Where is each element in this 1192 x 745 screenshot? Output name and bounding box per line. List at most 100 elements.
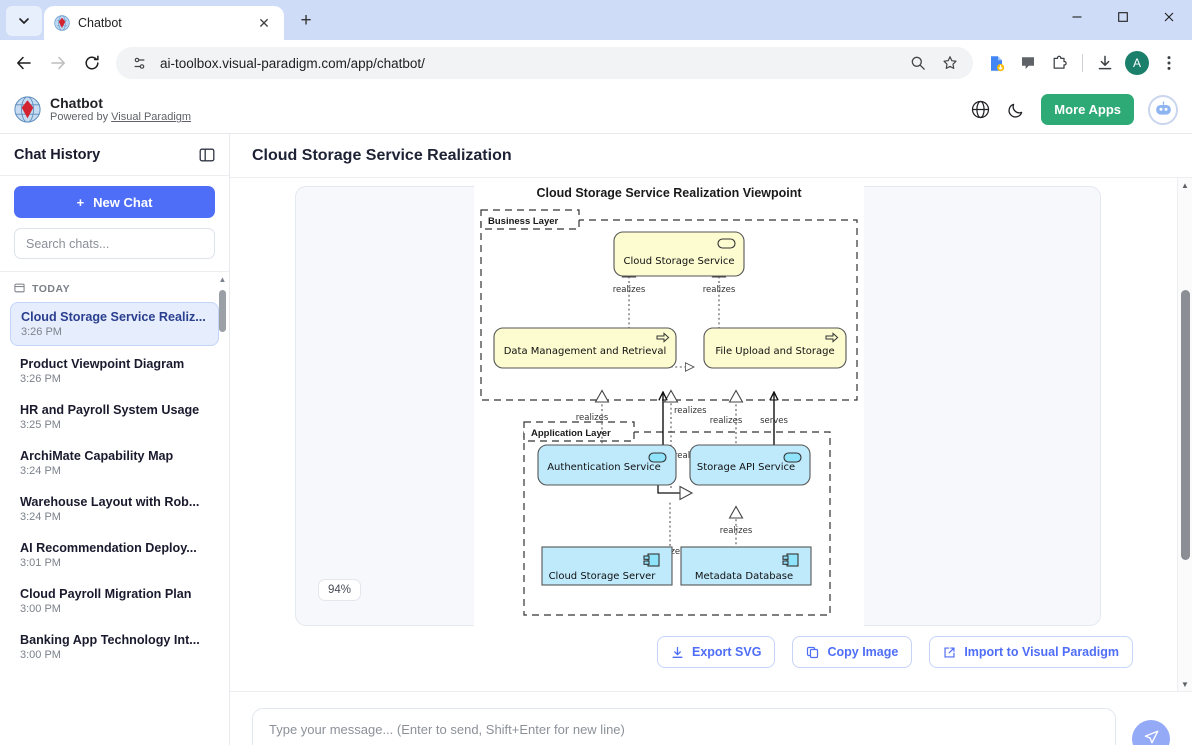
scroll-thumb[interactable]	[219, 290, 226, 332]
chat-item-time: 3:26 PM	[20, 373, 61, 385]
visual-paradigm-logo	[14, 96, 41, 123]
comment-icon[interactable]	[1013, 48, 1043, 78]
node-label: Data Management and Retrieval	[504, 346, 667, 357]
address-bar[interactable]: ai-toolbox.visual-paradigm.com/app/chatb…	[116, 47, 973, 79]
forward-button[interactable]	[42, 47, 74, 79]
app-header: Chatbot Powered by Visual Paradigm More …	[0, 86, 1192, 134]
search-input[interactable]	[14, 228, 215, 259]
scroll-down-arrow[interactable]: ▼	[1181, 679, 1189, 689]
search-icon[interactable]	[907, 52, 929, 74]
chat-item-title: Banking App Technology Int...	[20, 633, 200, 647]
message-input[interactable]	[252, 707, 1116, 745]
node-label: Authentication Service	[547, 462, 661, 473]
node-cloud-storage-server[interactable]: Cloud Storage Server	[541, 546, 673, 586]
node-file-upload-and-storage[interactable]: File Upload and Storage	[703, 327, 847, 369]
chat-history-item[interactable]: Cloud Storage Service Realiz...3:26 PM	[10, 302, 219, 346]
scroll-up-arrow[interactable]: ▲	[1181, 180, 1189, 190]
chat-item-title: HR and Payroll System Usage	[20, 403, 200, 417]
node-authentication-service[interactable]: Authentication Service	[537, 444, 677, 486]
profile-avatar[interactable]: A	[1122, 48, 1152, 78]
send-button[interactable]	[1132, 719, 1170, 745]
panel-collapse-icon[interactable]	[199, 147, 215, 163]
app-brand: Chatbot Powered by Visual Paradigm	[50, 95, 191, 124]
chat-history-item[interactable]: Cloud Payroll Migration Plan 3:00 PM	[10, 580, 219, 622]
window-maximize-icon[interactable]	[1100, 0, 1146, 34]
relations: realizes realizes realizes	[576, 264, 788, 571]
relation-label-realizes-3: realizes	[576, 413, 609, 423]
day-group-label: TODAY	[32, 283, 71, 295]
chat-history-item[interactable]: Warehouse Layout with Rob... 3:24 PM	[10, 488, 219, 530]
url-text: ai-toolbox.visual-paradigm.com/app/chatb…	[160, 55, 425, 71]
action-label: Import to Visual Paradigm	[964, 645, 1119, 659]
new-tab-button[interactable]: +	[300, 10, 312, 31]
tab-close-icon[interactable]: ✕	[258, 14, 270, 31]
browser-tab[interactable]: Chatbot ✕	[44, 6, 284, 40]
chat-item-title: Cloud Storage Service Realiz...	[21, 310, 206, 324]
main-panel: Cloud Storage Service Realization	[230, 134, 1192, 745]
node-cloud-storage-service[interactable]: Cloud Storage Service	[613, 231, 745, 277]
sidebar-title: Chat History	[14, 146, 101, 163]
layer-label-application: Application Layer	[531, 428, 611, 439]
node-metadata-database[interactable]: Metadata Database	[680, 546, 812, 586]
external-link-icon	[943, 646, 956, 659]
bot-avatar-icon[interactable]	[1148, 94, 1178, 125]
plus-icon: +	[76, 194, 85, 210]
back-button[interactable]	[8, 47, 40, 79]
more-apps-button[interactable]: More Apps	[1041, 94, 1134, 125]
relation-label-serves-1: serves	[760, 416, 788, 426]
action-export-svg-button[interactable]: Export SVG	[657, 636, 776, 668]
node-label: Metadata Database	[695, 571, 793, 582]
scroll-thumb[interactable]	[1181, 290, 1190, 560]
extensions-puzzle-icon[interactable]	[1045, 48, 1075, 78]
browser-toolbar: ai-toolbox.visual-paradigm.com/app/chatb…	[0, 40, 1192, 86]
calendar-icon	[14, 282, 25, 296]
tab-search-button[interactable]	[6, 6, 42, 36]
chat-history-item[interactable]: Banking App Technology Int... 3:00 PM	[10, 626, 219, 668]
node-data-management-and-retrieval[interactable]: Data Management and Retrieval	[493, 327, 677, 369]
visual-paradigm-link[interactable]: Visual Paradigm	[111, 111, 192, 124]
sidebar-scrollbar[interactable]: ▲ ▼	[218, 276, 227, 745]
visual-paradigm-favicon	[54, 15, 70, 31]
new-chat-button[interactable]: + New Chat	[14, 186, 215, 218]
globe-icon[interactable]	[969, 99, 991, 121]
message-composer	[230, 691, 1192, 745]
node-label: Cloud Storage Server	[549, 571, 657, 582]
action-label: Export SVG	[692, 645, 762, 659]
window-close-icon[interactable]	[1146, 0, 1192, 34]
scroll-up-arrow[interactable]: ▲	[218, 275, 227, 284]
window-minimize-icon[interactable]	[1054, 0, 1100, 34]
node-storage-api-service[interactable]: Storage API Service	[689, 444, 811, 486]
site-settings-icon[interactable]	[128, 52, 150, 74]
bookmark-star-icon[interactable]	[939, 52, 961, 74]
chat-item-title: Warehouse Layout with Rob...	[20, 495, 200, 509]
chat-item-time: 3:00 PM	[20, 603, 61, 615]
main-header: Cloud Storage Service Realization	[230, 134, 1192, 178]
chrome-menu-icon[interactable]	[1154, 48, 1184, 78]
relation-label-realizes-2: realizes	[703, 285, 736, 295]
extension-doc-icon[interactable]	[981, 48, 1011, 78]
downloads-icon[interactable]	[1090, 48, 1120, 78]
copy-icon	[806, 646, 819, 659]
layer-label-business: Business Layer	[488, 216, 559, 227]
node-label: Storage API Service	[697, 462, 795, 473]
action-copy-image-button[interactable]: Copy Image	[792, 636, 913, 668]
conversation-scrollbar[interactable]: ▲ ▼	[1177, 178, 1192, 691]
dark-mode-moon-icon[interactable]	[1005, 99, 1027, 121]
chat-history-item[interactable]: HR and Payroll System Usage 3:25 PM	[10, 396, 219, 438]
chat-list: TODAY Cloud Storage Service Realiz...3:2…	[0, 272, 229, 745]
reload-button[interactable]	[76, 47, 108, 79]
relation-label-realizes-1: realizes	[613, 285, 646, 295]
relation-label-realizes-7: realizes	[720, 526, 753, 536]
layer-application: Application Layer	[523, 421, 831, 616]
chat-item-time: 3:00 PM	[20, 649, 61, 661]
chat-item-title: Cloud Payroll Migration Plan	[20, 587, 192, 601]
chat-item-time: 3:24 PM	[20, 511, 61, 523]
profile-initial: A	[1125, 51, 1149, 75]
archimate-diagram[interactable]: Cloud Storage Service Realization Viewpo…	[474, 178, 864, 627]
chat-item-time: 3:25 PM	[20, 419, 61, 431]
action-import-to-visual-paradigm-button[interactable]: Import to Visual Paradigm	[929, 636, 1133, 668]
chat-item-time: 3:01 PM	[20, 557, 61, 569]
chat-history-item[interactable]: AI Recommendation Deploy...3:01 PM	[10, 534, 219, 576]
